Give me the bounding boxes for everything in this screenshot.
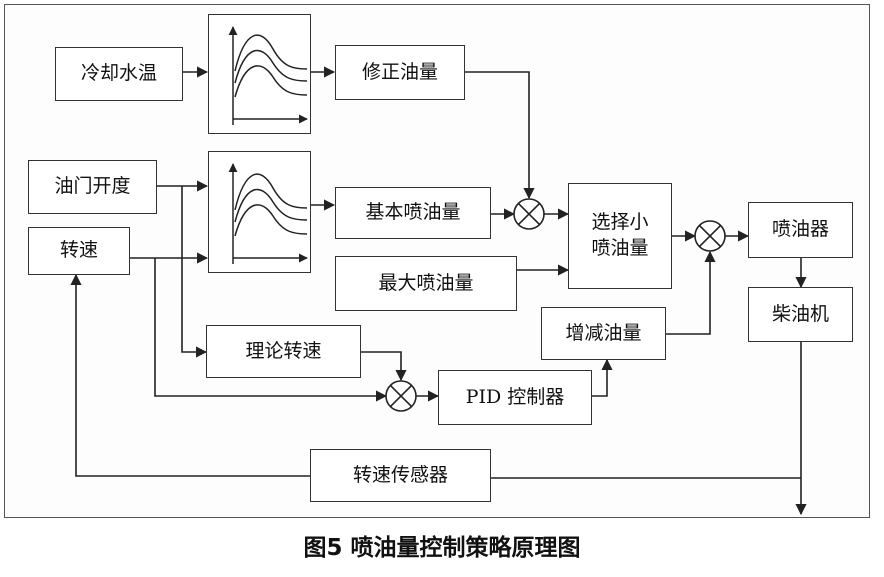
arrow-adjust-to-junction2 (666, 250, 716, 335)
speed-block: 转速 (28, 227, 130, 275)
base-injection-block: 基本喷油量 (335, 187, 491, 239)
adjust-fuel-block: 增减油量 (541, 307, 666, 360)
fuel-correction-label: 修正油量 (361, 60, 438, 83)
base-injection-curve-map (208, 151, 311, 273)
pid-controller-label: PID 控制器 (465, 385, 565, 408)
arrow-sensor-to-speed (70, 273, 310, 477)
curve-map-graph-lower (228, 163, 308, 264)
summing-junction-2 (694, 220, 726, 252)
injector-block: 喷油器 (748, 202, 853, 258)
throttle-block: 油门开度 (28, 160, 157, 214)
injector-label: 喷油器 (771, 218, 829, 241)
max-injection-block: 最大喷油量 (335, 256, 517, 311)
throttle-label: 油门开度 (54, 175, 131, 198)
arrow-throttle-to-theory (181, 186, 208, 358)
adjust-fuel-label: 增减油量 (565, 321, 642, 344)
theory-speed-label: 理论转速 (245, 339, 322, 362)
pid-controller-block: PID 控制器 (438, 370, 592, 425)
base-injection-label: 基本喷油量 (365, 201, 461, 224)
summing-junction-3 (385, 380, 417, 412)
diesel-engine-block: 柴油机 (748, 287, 853, 342)
correction-curve-map (208, 14, 311, 134)
curve-map-graph-upper (228, 26, 308, 125)
select-min-label: 选择小 喷油量 (591, 211, 649, 259)
speed-sensor-block: 转速传感器 (310, 449, 491, 502)
speed-sensor-label: 转速传感器 (352, 463, 448, 486)
coolant-temp-block: 冷却水温 (55, 47, 183, 101)
speed-label: 转速 (59, 239, 98, 262)
arrow-pid-to-adjust (592, 358, 613, 397)
fuel-correction-block: 修正油量 (335, 45, 465, 100)
theory-speed-block: 理论转速 (206, 325, 361, 378)
diesel-engine-label: 柴油机 (771, 302, 829, 325)
arrow-correction-to-junction1 (465, 71, 535, 200)
max-injection-label: 最大喷油量 (378, 271, 474, 294)
figure-caption: 图5 喷油量控制策略原理图 (303, 535, 581, 561)
coolant-temp-label: 冷却水温 (80, 62, 157, 85)
summing-junction-1 (513, 198, 545, 230)
select-min-block: 选择小 喷油量 (568, 183, 672, 289)
arrow-speed-to-junction3 (154, 258, 388, 402)
arrow-theory-to-junction3 (361, 351, 407, 382)
